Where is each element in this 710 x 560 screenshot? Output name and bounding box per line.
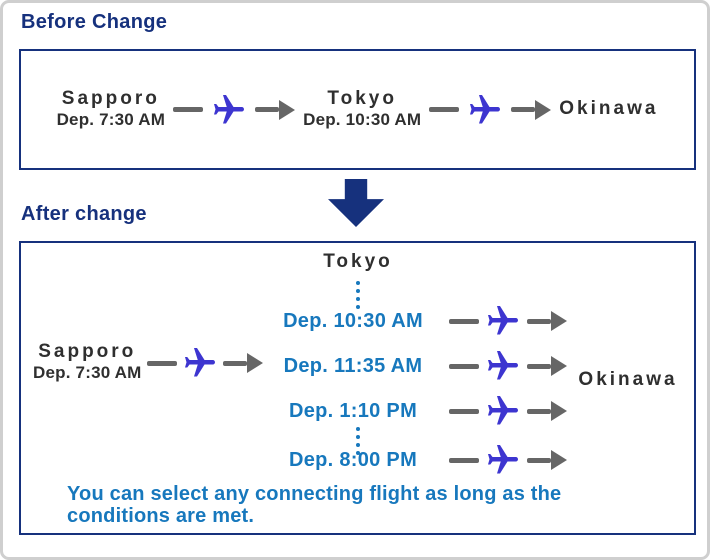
before-via-city: Tokyo: [327, 87, 397, 109]
airplane-icon: [488, 445, 518, 474]
before-origin-time: Dep. 7:30 AM: [56, 109, 166, 129]
before-route-box: Sapporo Dep. 7:30 AM Tokyo Dep. 10:30 AM…: [19, 49, 696, 170]
before-origin-city: Sapporo: [61, 87, 160, 109]
after-origin-time: Dep. 7:30 AM: [33, 363, 142, 383]
connecting-flight-option-row: Dep. 10:30 AM: [263, 301, 567, 341]
option-departure-time: Dep. 8:00 PM: [288, 448, 418, 471]
arrow-down-icon: [328, 179, 384, 227]
airplane-icon: [214, 94, 245, 123]
route-line: [173, 107, 204, 112]
after-origin: Sapporo Dep. 7:30 AM: [33, 341, 142, 383]
arrow-right-icon: [222, 353, 263, 373]
before-via-time: Dep. 10:30 AM: [303, 109, 422, 129]
connecting-flight-option-row: Dep. 1:10 PM: [263, 391, 567, 431]
airplane-icon: [488, 396, 518, 425]
airplane-icon: [470, 94, 501, 123]
route-line: [429, 107, 460, 112]
before-route: Sapporo Dep. 7:30 AM Tokyo Dep. 10:30 AM…: [21, 51, 694, 168]
arrow-right-icon: [511, 99, 552, 120]
connecting-flight-option-row: Dep. 8:00 PM: [263, 440, 567, 480]
after-change-title: After change: [21, 203, 147, 225]
ellipsis-icon: [356, 427, 360, 455]
route-line: [449, 318, 479, 324]
airplane-icon: [488, 351, 518, 380]
arrow-right-icon: [527, 401, 567, 421]
option-departure-time: Dep. 11:35 AM: [283, 354, 423, 377]
note-text: You can select any connecting flight as …: [67, 483, 562, 528]
after-origin-city: Sapporo: [38, 341, 137, 363]
route-line: [449, 363, 479, 369]
arrow-right-icon: [527, 311, 567, 331]
after-destination-city: Okinawa: [578, 369, 678, 390]
airplane-icon: [488, 306, 518, 335]
before-destination: Okinawa: [559, 98, 659, 120]
route-line: [146, 360, 177, 366]
route-line: [449, 408, 479, 414]
arrow-right-icon: [527, 356, 567, 376]
before-origin: Sapporo Dep. 7:30 AM: [56, 87, 166, 130]
airplane-icon: [184, 348, 215, 377]
hub-city: Tokyo: [323, 251, 393, 272]
after-route-box: Tokyo Sapporo Dep. 7:30 AM Dep. 10:30 AM: [19, 241, 696, 535]
ellipsis-icon: [356, 281, 360, 309]
after-origin-row: Sapporo Dep. 7:30 AM: [33, 333, 263, 393]
option-departure-time: Dep. 1:10 PM: [288, 399, 418, 422]
before-change-title: Before Change: [21, 11, 168, 33]
arrow-right-icon: [255, 99, 296, 120]
before-via: Tokyo Dep. 10:30 AM: [303, 87, 422, 130]
before-destination-city: Okinawa: [559, 98, 659, 120]
option-departure-time: Dep. 10:30 AM: [283, 309, 423, 332]
route-line: [449, 457, 479, 463]
connecting-flight-option-row: Dep. 11:35 AM: [263, 346, 567, 386]
arrow-right-icon: [527, 450, 567, 470]
